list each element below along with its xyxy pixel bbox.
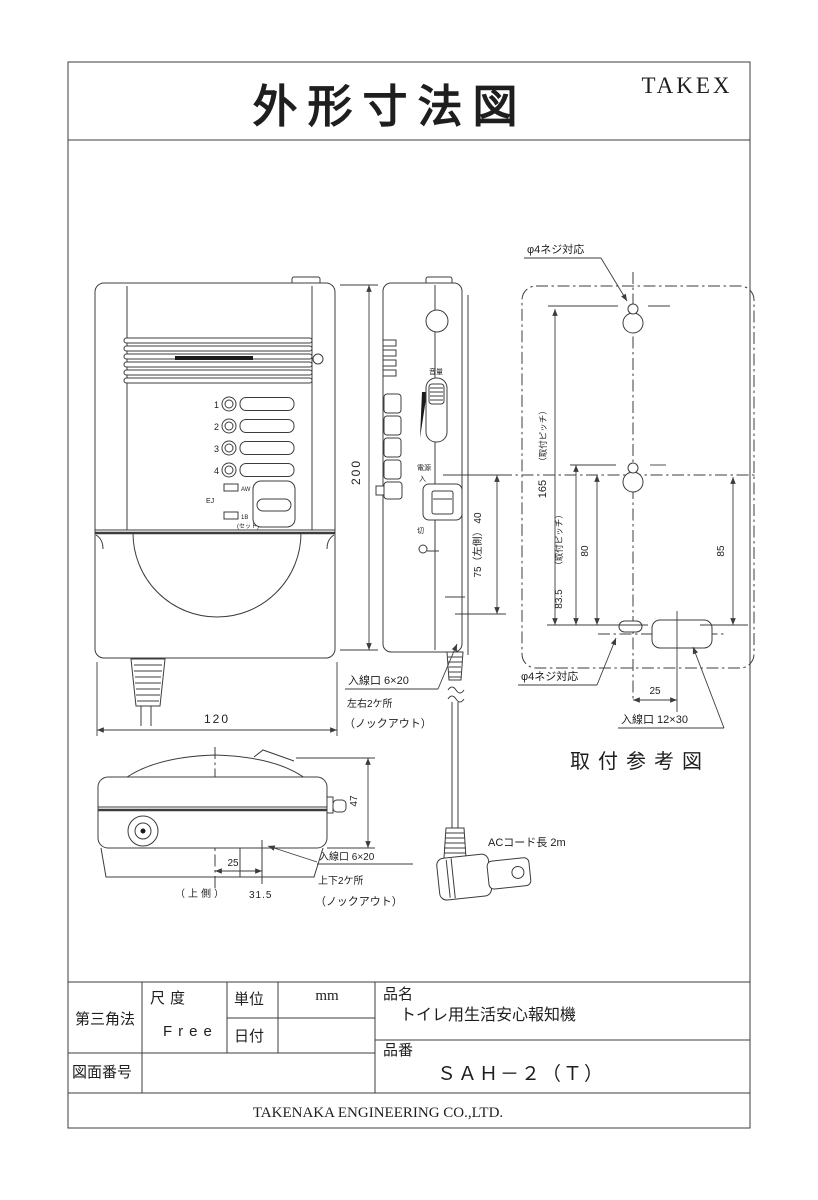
pitch-165-dimension: 165 （取付ピッチ） [537,309,648,626]
scale-label: 尺度 [150,990,190,1007]
projection-label: 第三角法 [75,1010,135,1028]
mount-caption: 取付参考図 [570,750,710,773]
led-number: 2 [214,422,219,432]
front-button [252,480,296,528]
page-title: 外形寸法図 [252,82,527,132]
height-dimension: 200 [340,284,378,651]
micro-label: 1B [241,515,248,521]
bottom-screw-slot [618,620,643,633]
dim-165: 165 [537,480,549,498]
led-number: 4 [214,466,219,476]
dim-25: 25 [649,686,661,697]
bottom-25-dimension: 25 [215,858,262,874]
power-off-label: 切 [417,527,424,535]
ac-cord [436,651,532,901]
volume-slider [420,377,448,443]
side-view: 音量 電源 入 切 [344,276,566,901]
led-indicators: 1 2 3 4 [214,396,295,478]
side-buttons [375,393,403,500]
dim-85: 85 [716,545,727,557]
date-label: 日付 [234,1028,264,1045]
sheet-frame [67,61,751,1129]
scale-value: Free [163,1023,218,1040]
side-knob [425,309,449,333]
unit-label: 単位 [234,991,264,1008]
inlet-type-label: （ノックアウト） [344,717,432,730]
micro-label: EJ [206,498,214,505]
keyhole-middle [570,462,666,493]
height-47-dimension: 47 [296,757,375,849]
inlet-places-label: 左右2ケ所 [347,697,393,710]
dim-835: 83.5 [554,589,565,609]
micro-label: (セット) [237,523,259,530]
width-dimension: 120 [96,662,338,736]
led-number: 1 [214,400,219,410]
front-view: 1 2 3 4 AW EJ 1B (セット) [94,276,378,736]
lower-dome-arc [132,532,302,618]
screw-note-label: φ4ネジ対応 [521,669,578,683]
dim-85-dimension: 85 [700,477,748,626]
front-micro-labels: AW EJ 1B (セット) [206,483,259,530]
inlet-type-label: （ノックアウト） [315,895,403,908]
jack-socket [127,815,159,847]
inlet-note: 入線口 12×30 [618,646,725,729]
bottom-inlet-note: 入線口 6×20 上下2ケ所 （ノックアウト） [267,845,413,908]
microphone-hole [312,353,324,365]
speaker-grille [123,337,313,384]
dim-120: 120 [204,712,230,726]
screw-note-top: φ4ネジ対応 [524,242,628,302]
product-no-label: 品番 [383,1042,413,1059]
brand-logo: TAKEX [641,73,732,98]
upper-side-note: （上側） [175,887,227,900]
pitch-835-dimension: 83.5 （取付ピッチ） [554,465,579,625]
led-number: 3 [214,444,219,454]
bottom-view: 47 25 （上側） 31.5 入線口 6×20 上下2ケ所 （ノックアウト） [97,747,413,908]
company-name: TAKENAKA ENGINEERING CO.,LTD. [253,1105,503,1121]
inlet-places-label: 上下2ケ所 [318,875,364,887]
side-knob-profile [326,796,347,814]
dim-75-40: 75（左側） 40 [471,512,484,577]
product-no-value: ＳＡＨ－２（Ｔ） [437,1063,605,1085]
dim-47: 47 [349,795,360,807]
dim-315: 31.5 [249,890,272,901]
title-block: 第三角法 尺度 Free 単位 mm 日付 図面番号 品名 トイレ用生活安心報知… [68,981,750,1121]
front-cord [130,658,166,726]
inlet-label: 入線口 12×30 [621,712,688,726]
inlet-size-label: 入線口 6×20 [319,850,375,863]
dim-835-note: （取付ピッチ） [554,510,564,570]
power-label: 電源 [417,463,431,472]
product-name-label: 品名 [383,986,413,1003]
micro-label: AW [241,487,251,493]
dim-80-dimension: 80 [580,475,600,625]
power-switch [422,483,463,521]
dim-80: 80 [580,545,591,557]
drawing-no-label: 図面番号 [72,1064,132,1081]
ac-cord-label: ACコード長 2m [488,836,566,849]
dim-25-dimension: 25 [633,686,677,703]
mount-view: φ4ネジ対応 165 （取付ピッチ） 83.5 （取付ピッチ） 80 85 [500,242,757,773]
inlet-size-label: 入線口 6×20 [348,673,409,687]
side-grille-ticks [382,339,397,377]
screw-note-bottom: φ4ネジ対応 [518,637,617,686]
inlet-opening [651,619,713,649]
power-on-label: 入 [419,475,426,483]
dim-165-note: （取付ピッチ） [538,406,548,466]
unit-value: mm [315,988,339,1004]
screw-note-label: φ4ネジ対応 [527,242,584,256]
keyhole-top [548,303,670,334]
side-offset-dimension: 75（左側） 40 [443,474,506,615]
product-name-value: トイレ用生活安心報知機 [400,1006,576,1024]
side-inlet-note: 入線口 6×20 左右2ケ所 （ノックアウト） [344,643,458,730]
dim-25: 25 [227,858,239,869]
ac-plug [436,853,532,901]
volume-label: 音量 [429,367,443,376]
dim-200: 200 [349,459,363,485]
